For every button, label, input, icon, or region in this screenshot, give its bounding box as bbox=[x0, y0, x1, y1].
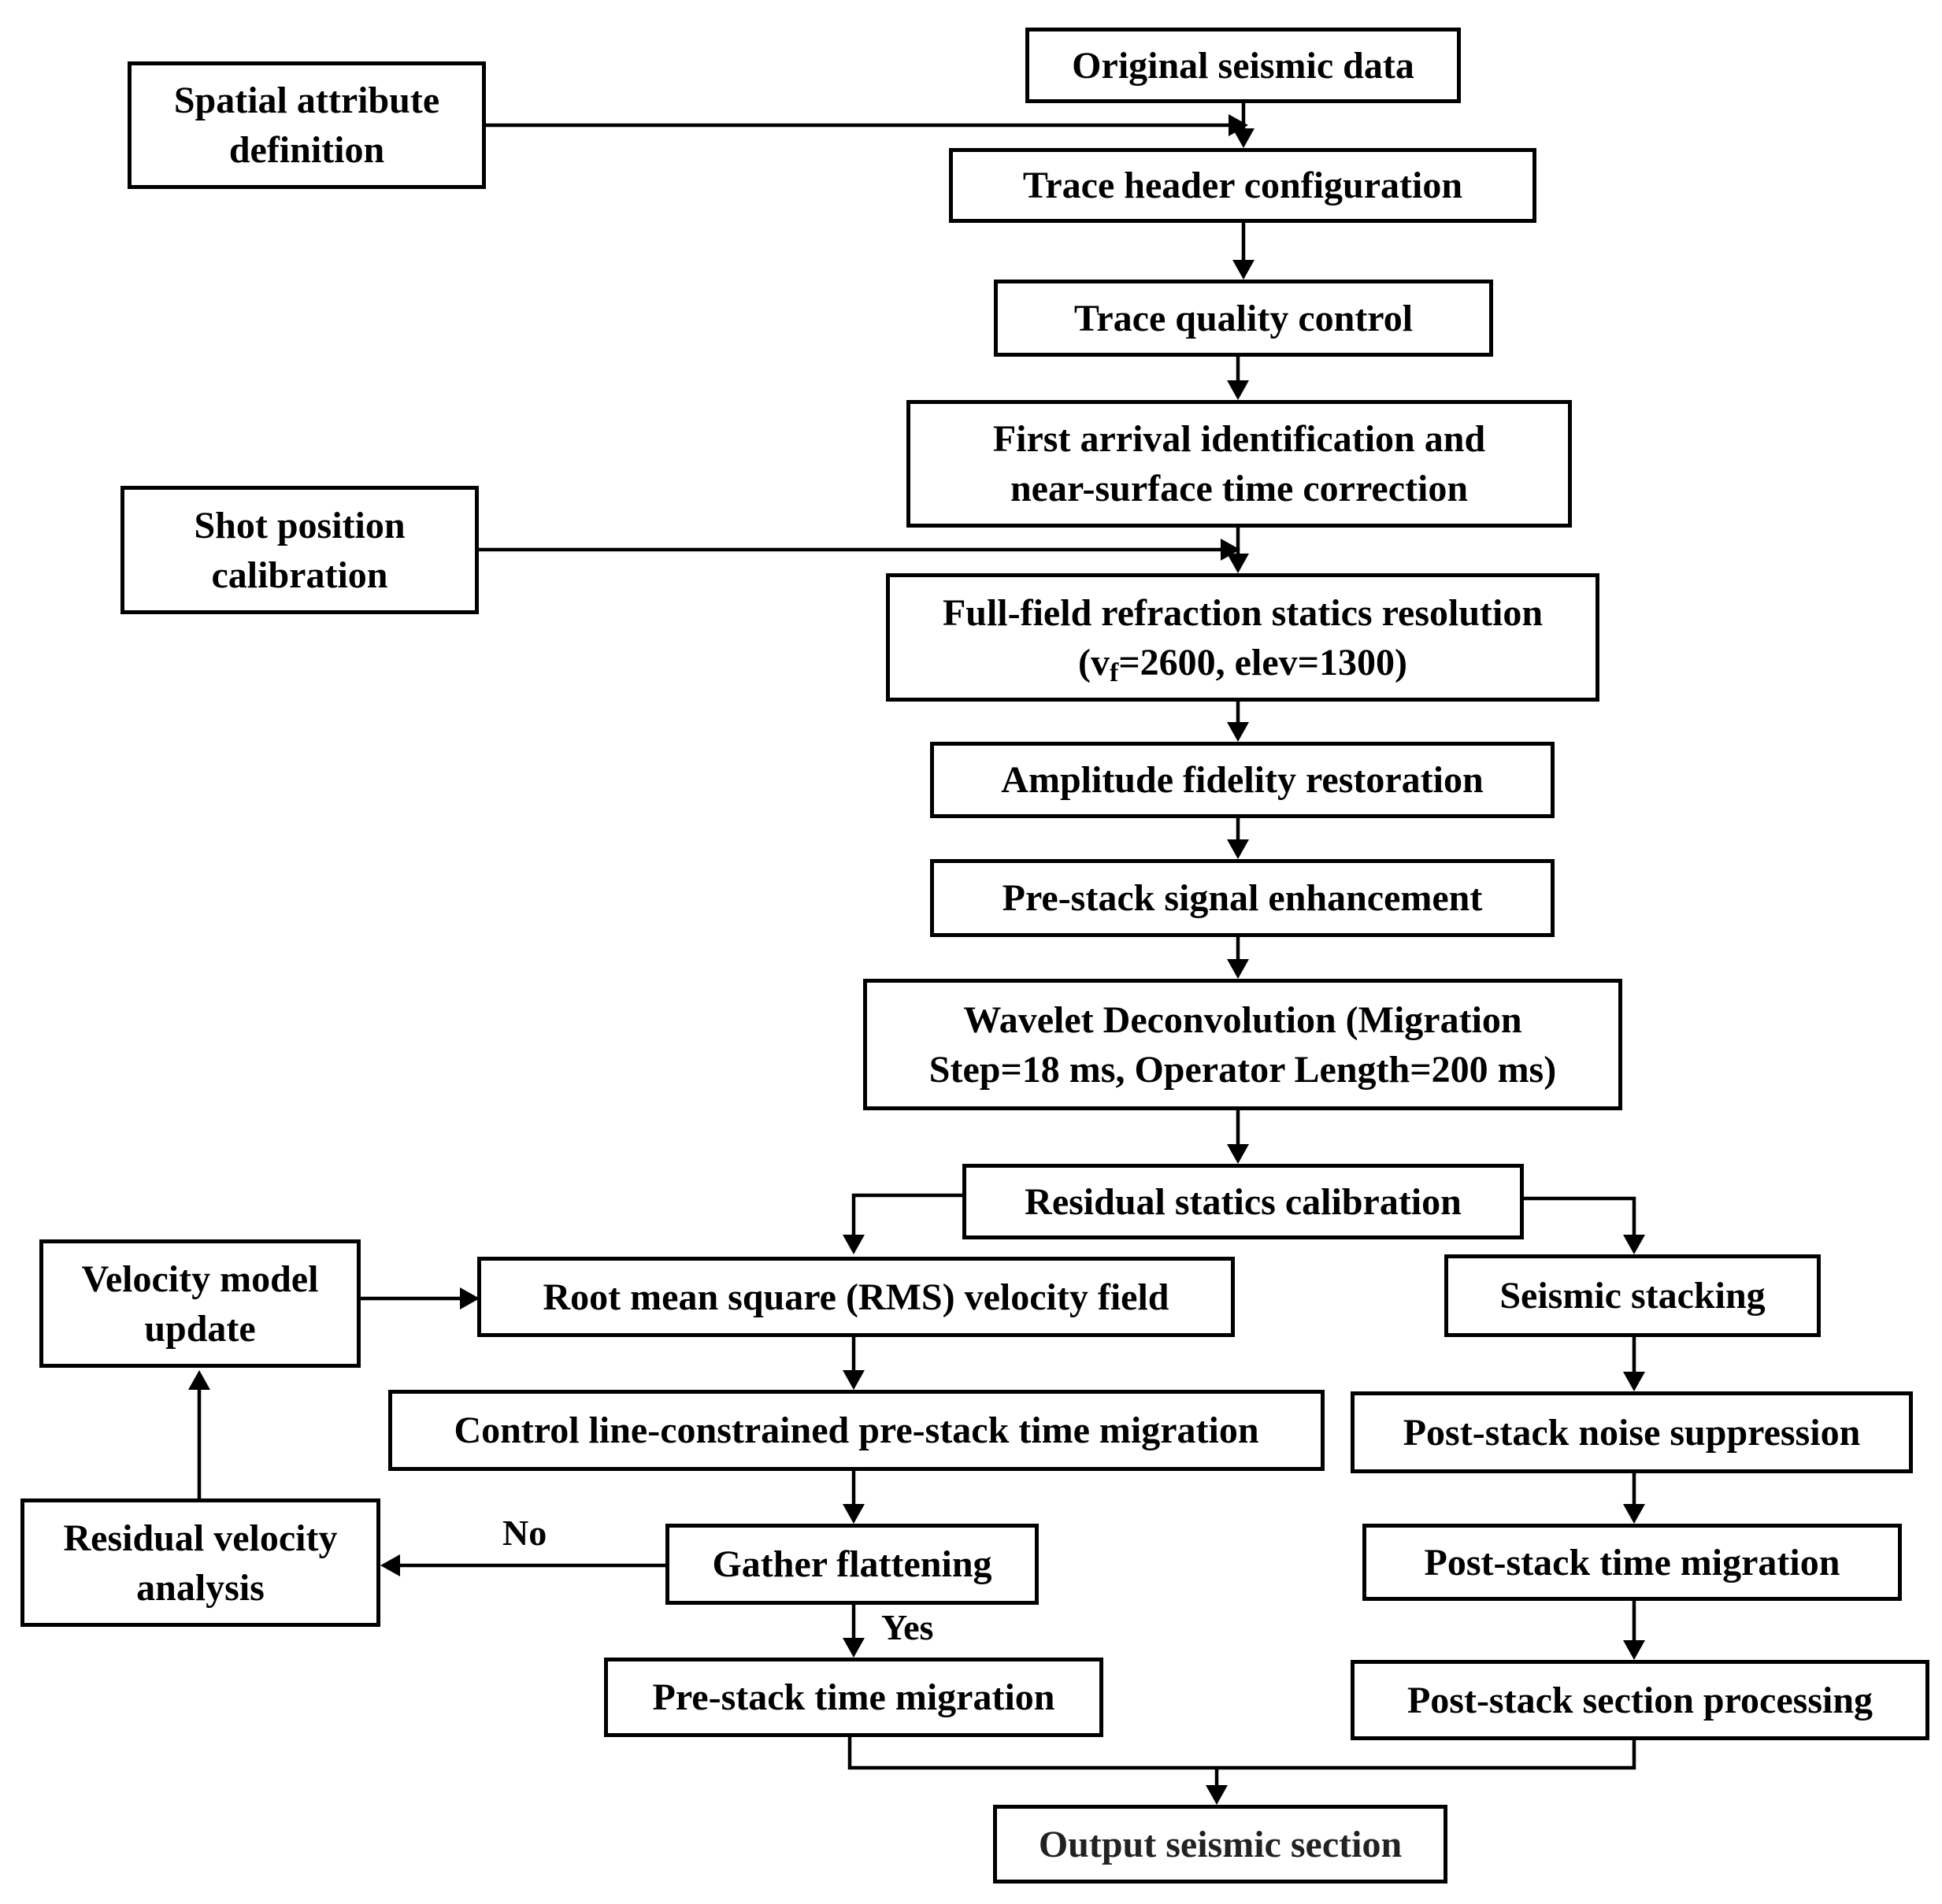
post-stack-migration-box: Post-stack time migration bbox=[1362, 1524, 1902, 1601]
arrow-refraction-to-amplitude bbox=[1227, 702, 1249, 742]
arrow-gather-to-residual-velocity bbox=[380, 1554, 665, 1576]
post-stack-section-box: Post-stack section processing bbox=[1351, 1660, 1929, 1740]
seismic-stacking-label: Seismic stacking bbox=[1499, 1275, 1766, 1317]
spatial-attribute-box: Spatial attribute definition bbox=[128, 61, 486, 189]
rms-velocity-box: Root mean square (RMS) velocity field bbox=[477, 1257, 1235, 1337]
output-section-box: Output seismic section bbox=[993, 1805, 1447, 1884]
arrow-gather-to-pstm bbox=[843, 1605, 865, 1658]
post-stack-migration-label: Post-stack time migration bbox=[1424, 1541, 1840, 1584]
prestack-enhancement-box: Pre-stack signal enhancement bbox=[930, 859, 1555, 937]
pstm-label: Pre-stack time migration bbox=[652, 1676, 1055, 1718]
wavelet-deconvolution-box: Wavelet Deconvolution (Migration Step=18… bbox=[863, 979, 1622, 1110]
shot-position-line1: Shot position bbox=[194, 504, 406, 546]
rms-velocity-label: Root mean square (RMS) velocity field bbox=[543, 1276, 1169, 1318]
arrow-residual-statics-to-stacking bbox=[1524, 1196, 1645, 1254]
refraction-statics-subscript: f bbox=[1110, 658, 1119, 687]
velocity-update-box: Velocity model update bbox=[39, 1239, 361, 1368]
arrow-residual-statics-to-rms bbox=[843, 1193, 962, 1254]
post-stack-noise-box: Post-stack noise suppression bbox=[1351, 1391, 1913, 1473]
spatial-attribute-line2: definition bbox=[228, 129, 385, 171]
shot-position-box: Shot position calibration bbox=[120, 486, 479, 614]
shot-position-line2: calibration bbox=[211, 554, 388, 596]
gather-flattening-label: Gather flattening bbox=[712, 1543, 992, 1585]
trace-qc-label: Trace quality control bbox=[1073, 297, 1414, 339]
trace-header-label: Trace header configuration bbox=[1022, 165, 1463, 206]
arrow-shot-to-main bbox=[479, 539, 1240, 561]
arrow-rms-to-control-line bbox=[843, 1337, 865, 1390]
refraction-statics-suffix: =2600, elev=1300) bbox=[1118, 641, 1407, 683]
arrow-velocity-update-to-rms bbox=[361, 1287, 480, 1309]
post-stack-section-label: Post-stack section processing bbox=[1406, 1679, 1873, 1721]
refraction-statics-line2: (vf=2600, elev=1300) bbox=[1078, 638, 1407, 687]
residual-velocity-box: Residual velocity analysis bbox=[20, 1498, 380, 1627]
residual-statics-box: Residual statics calibration bbox=[962, 1164, 1524, 1239]
no-label: No bbox=[502, 1513, 547, 1553]
arrow-post-noise-to-post-migration bbox=[1623, 1473, 1645, 1524]
arrow-amplitude-to-prestack-enh bbox=[1227, 818, 1249, 859]
first-arrival-line2: near-surface time correction bbox=[1010, 468, 1469, 509]
arrow-spatial-to-main bbox=[486, 114, 1248, 136]
residual-velocity-line2: analysis bbox=[136, 1566, 265, 1609]
first-arrival-box: First arrival identification and near-su… bbox=[906, 400, 1572, 528]
wavelet-deconvolution-line2: Step=18 ms, Operator Length=200 ms) bbox=[928, 1048, 1557, 1091]
amplitude-fidelity-box: Amplitude fidelity restoration bbox=[930, 742, 1555, 818]
wavelet-deconvolution-line1: Wavelet Deconvolution (Migration bbox=[963, 998, 1522, 1041]
original-seismic-data-label: Original seismic data bbox=[1072, 44, 1414, 87]
arrow-trace-header-to-trace-qc bbox=[1232, 223, 1255, 280]
trace-header-box: Trace header configuration bbox=[949, 148, 1536, 223]
trace-qc-box: Trace quality control bbox=[994, 280, 1493, 357]
arrow-post-migration-to-post-section bbox=[1623, 1601, 1645, 1660]
residual-statics-label: Residual statics calibration bbox=[1025, 1180, 1462, 1223]
post-stack-noise-label: Post-stack noise suppression bbox=[1403, 1411, 1861, 1454]
control-line-migration-label: Control line-constrained pre-stack time … bbox=[454, 1409, 1259, 1451]
arrow-prestack-enh-to-wavelet bbox=[1227, 937, 1249, 979]
residual-velocity-line1: Residual velocity bbox=[63, 1517, 338, 1559]
output-section-label: Output seismic section bbox=[1038, 1823, 1403, 1865]
original-seismic-data-box: Original seismic data bbox=[1025, 28, 1461, 103]
yes-label: Yes bbox=[881, 1607, 934, 1647]
first-arrival-line1: First arrival identification and bbox=[992, 418, 1486, 460]
velocity-update-line2: update bbox=[144, 1307, 256, 1350]
refraction-statics-prefix: (v bbox=[1078, 641, 1110, 683]
seismic-stacking-box: Seismic stacking bbox=[1444, 1254, 1821, 1337]
refraction-statics-line1: Full-field refraction statics resolution bbox=[942, 591, 1544, 634]
arrow-control-line-to-gather bbox=[843, 1471, 865, 1524]
pstm-box: Pre-stack time migration bbox=[604, 1658, 1103, 1737]
gather-flattening-box: Gather flattening bbox=[665, 1524, 1039, 1605]
arrow-residual-velocity-to-velocity-update bbox=[188, 1370, 210, 1498]
merge-to-output bbox=[847, 1737, 1636, 1805]
spatial-attribute-line1: Spatial attribute bbox=[173, 80, 440, 121]
refraction-statics-box: Full-field refraction statics resolution… bbox=[886, 573, 1599, 702]
arrow-trace-qc-to-first-arrival bbox=[1227, 357, 1249, 400]
arrow-stacking-to-post-noise bbox=[1623, 1337, 1645, 1391]
amplitude-fidelity-label: Amplitude fidelity restoration bbox=[1001, 759, 1484, 801]
prestack-enhancement-label: Pre-stack signal enhancement bbox=[1002, 877, 1483, 919]
velocity-update-line1: Velocity model bbox=[81, 1258, 319, 1300]
control-line-migration-box: Control line-constrained pre-stack time … bbox=[388, 1390, 1325, 1471]
arrow-wavelet-to-residual-statics bbox=[1227, 1110, 1249, 1164]
